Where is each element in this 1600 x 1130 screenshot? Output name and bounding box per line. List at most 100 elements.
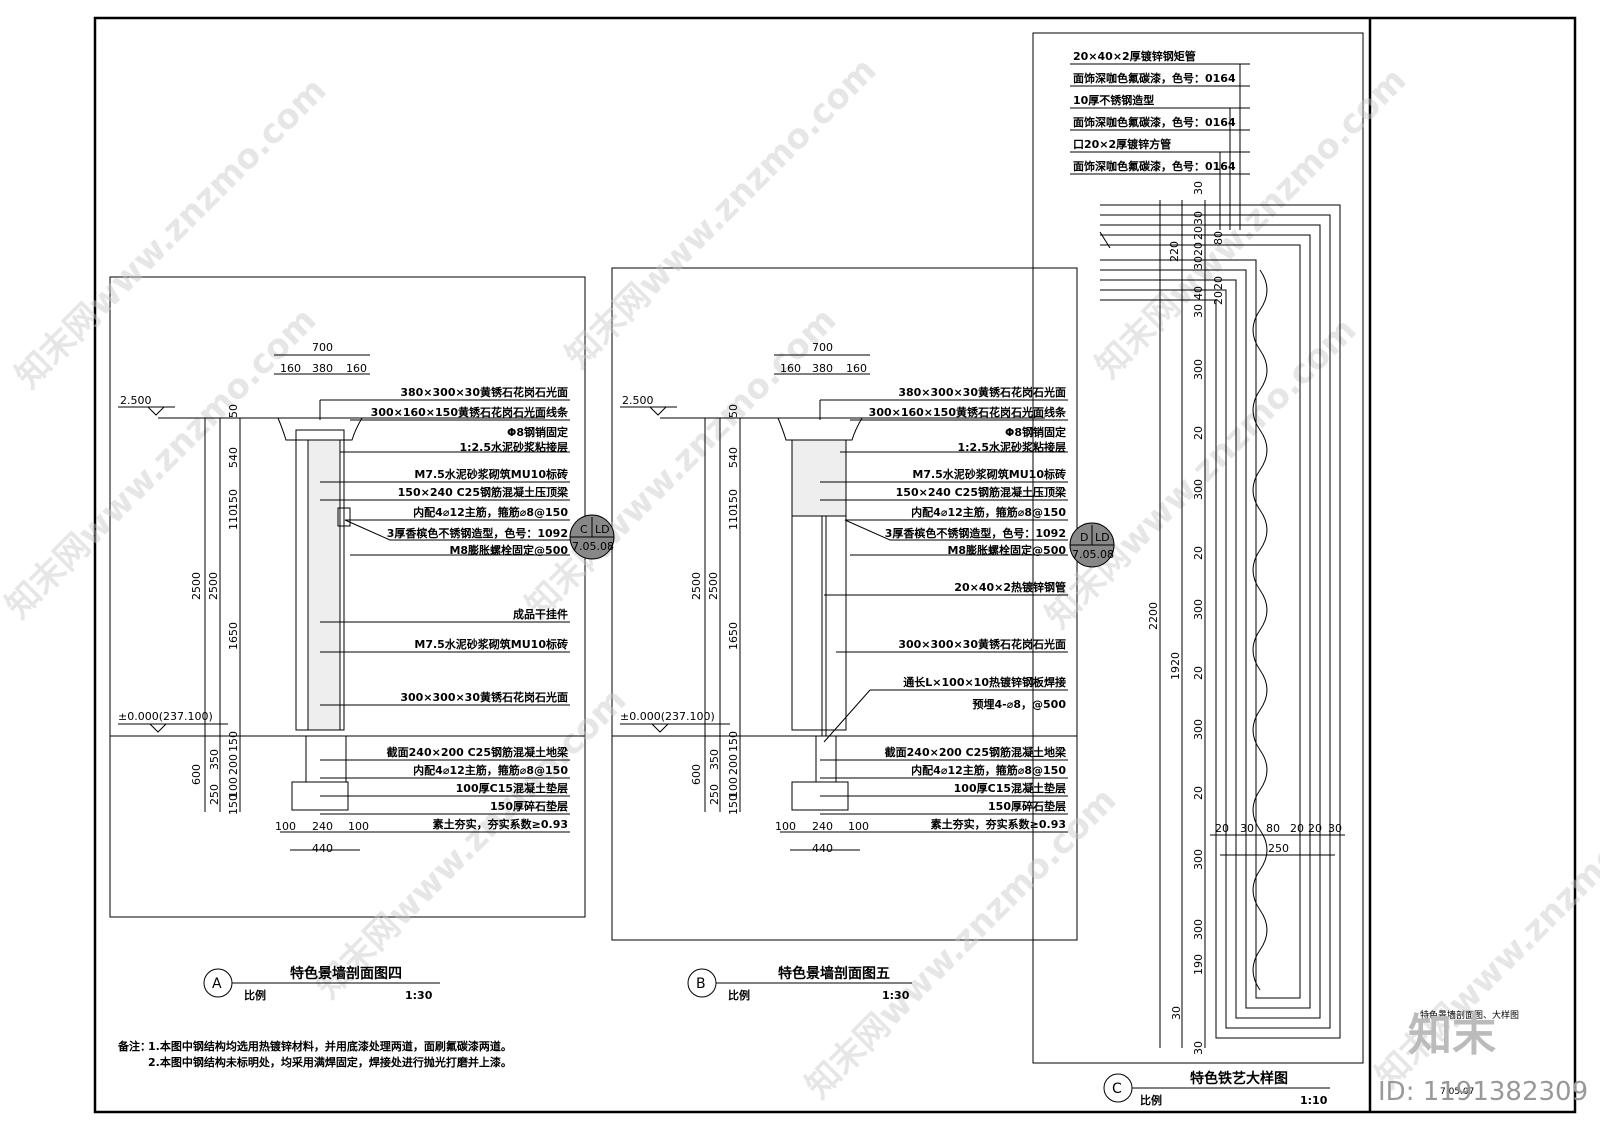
svg-text:1920: 1920 [1169,652,1182,680]
panel-a-frame [109,276,586,918]
svg-text:40: 40 [1192,286,1205,300]
ground-beam [815,735,837,783]
svg-text:110: 110 [727,509,740,530]
svg-text:150: 150 [227,731,240,752]
svg-text:190: 190 [1192,954,1205,975]
label: 面饰深咖色氟碳漆，色号：0164 [1073,159,1236,173]
svg-text:440: 440 [312,842,333,855]
svg-text:20: 20 [1192,786,1205,800]
svg-text:B: B [696,976,706,992]
label: 150×240 C25钢筋混凝土压顶梁 [896,485,1067,499]
svg-text:150: 150 [227,794,240,815]
svg-text:600: 600 [190,764,203,785]
label: 150厚碎石垫层 [490,799,568,813]
wall-stone-face [791,515,847,731]
svg-text:C: C [1112,1081,1122,1097]
label: 截面240×200 C25钢筋混凝土地梁 [387,745,569,759]
svg-text:100: 100 [227,777,240,798]
label: 内配4⌀12主筋，箍筋⌀8@150 [911,505,1066,519]
svg-text:30: 30 [1192,211,1205,225]
svg-text:300: 300 [1192,599,1205,620]
svg-text:240: 240 [312,820,333,833]
svg-text:160: 160 [846,362,867,375]
label: 20×40×2热镀锌钢管 [954,580,1066,594]
svg-text:240: 240 [812,820,833,833]
svg-text:300: 300 [1192,479,1205,500]
watermark-text: 知末网www.znzmo.com [1088,60,1414,386]
level-symbol [147,406,165,416]
svg-text:30: 30 [1192,304,1205,318]
panel-b-frame [611,267,1078,941]
dim-left-total: 2500 [190,572,203,600]
label: 面饰深咖色氟碳漆，色号：0164 [1073,71,1236,85]
svg-text:2500: 2500 [690,572,703,600]
svg-text:150: 150 [727,489,740,510]
label: 口20×2厚镀锌方管 [1073,137,1171,151]
svg-text:600: 600 [690,764,703,785]
label: 20×40×2厚镀锌钢矩管 [1073,49,1196,63]
scroll-ornament [1252,269,1268,991]
svg-text:250: 250 [1268,842,1289,855]
svg-text:50: 50 [227,404,240,418]
svg-text:350: 350 [208,749,221,770]
svg-text:250: 250 [708,784,721,805]
label: 截面240×200 C25钢筋混凝土地梁 [885,745,1067,759]
label: 成品干挂件 [513,607,568,621]
svg-text:C: C [580,523,588,536]
svg-text:2500: 2500 [207,572,220,600]
svg-text:30: 30 [1170,1006,1183,1020]
label: M8膨胀螺栓固定@500 [947,543,1066,557]
label: 预埋4-⌀8，@500 [973,697,1067,711]
note-line: 2.本图中钢结构未标明处，均采用满焊固定，焊接处进行抛光打磨并上漆。 [148,1055,512,1069]
label: 150厚碎石垫层 [988,799,1066,813]
svg-text:150: 150 [727,794,740,815]
svg-text:30: 30 [1192,1041,1205,1055]
watermark-id: ID: 1191382309 [1378,1077,1588,1107]
label: 3厚香槟色不锈钢造型，色号：1092 [885,526,1066,540]
svg-text:7.05.08: 7.05.08 [572,540,614,553]
svg-text:100: 100 [348,820,369,833]
section-b: 2.500 ±0.000(237.100) 700 160 380 160 25… [612,341,1115,1002]
label: M7.5水泥砂浆砌筑MU10标砖 [414,637,568,651]
svg-text:100: 100 [727,777,740,798]
svg-text:150: 150 [727,731,740,752]
svg-text:160: 160 [346,362,367,375]
svg-text:30: 30 [1192,181,1205,195]
section-c: 20×40×2厚镀锌钢矩管 面饰深咖色氟碳漆，色号：0164 10厚不锈钢造型 … [1070,49,1345,1107]
label: 内配4⌀12主筋，箍筋⌀8@150 [911,763,1066,777]
label: Φ8钢销固定 [1005,425,1066,439]
label: 380×300×30黄锈石花岗石光面 [898,385,1066,399]
svg-text:1:10: 1:10 [1300,1094,1328,1107]
ground-beam [305,735,347,783]
svg-text:20: 20 [1308,822,1322,835]
svg-text:比例: 比例 [1140,1093,1162,1107]
svg-text:380: 380 [312,362,333,375]
svg-text:备注：: 备注： [117,1039,151,1053]
svg-text:1:30: 1:30 [882,989,910,1002]
svg-text:150: 150 [227,489,240,510]
label: 300×160×150黄锈石花岗石光面线条 [371,405,569,419]
svg-text:1:30: 1:30 [405,989,433,1002]
svg-text:30: 30 [1240,822,1254,835]
label: 1:2.5水泥砂浆粘接层 [459,440,568,454]
svg-text:20: 20 [1192,226,1205,240]
steel-detail [337,507,351,527]
watermark-logo: 知末 [1408,1010,1496,1061]
brick-core [307,439,341,731]
svg-text:20: 20 [1192,242,1205,256]
svg-text:160: 160 [780,362,801,375]
svg-text:2500: 2500 [707,572,720,600]
svg-text:300: 300 [1192,719,1205,740]
label: 面饰深咖色氟碳漆，色号：0164 [1073,115,1236,129]
svg-text:比例: 比例 [728,988,750,1002]
svg-text:250: 250 [208,784,221,805]
wall-top-body [791,439,847,517]
svg-text:7.05.08: 7.05.08 [1072,548,1114,561]
label: M7.5水泥砂浆砌筑MU10标砖 [912,467,1066,481]
svg-text:1650: 1650 [227,622,240,650]
svg-text:350: 350 [708,749,721,770]
svg-text:220: 220 [1168,241,1181,262]
svg-text:100: 100 [848,820,869,833]
svg-text:7.05.07: 7.05.07 [1440,1087,1474,1097]
